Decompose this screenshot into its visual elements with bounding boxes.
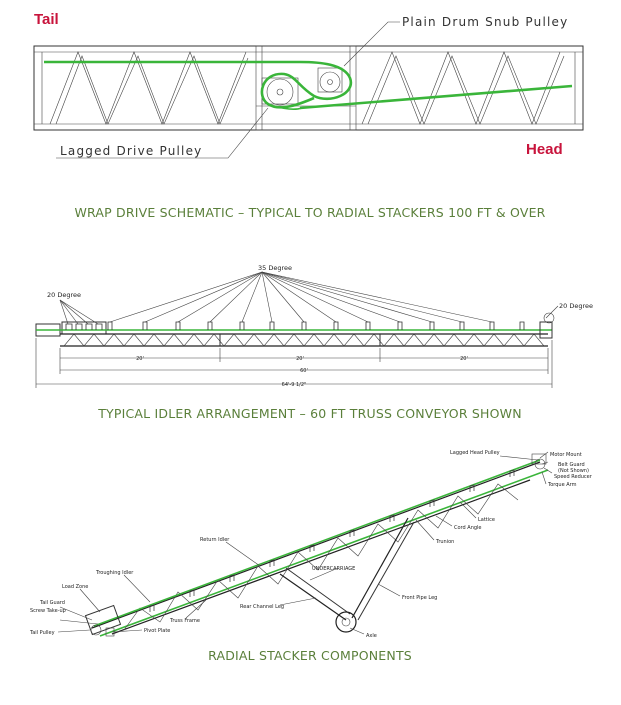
plain-drum-snub-pulley: [317, 67, 343, 93]
lagged-head-pulley-label: Lagged Head Pulley: [450, 450, 500, 456]
snub-pulley-label: Plain Drum Snub Pulley: [402, 15, 568, 29]
snub-pulley-leader: [343, 21, 400, 67]
troughing-idlers: [65, 321, 525, 330]
stacker-components-caption: RADIAL STACKER COMPONENTS: [208, 648, 412, 663]
stacker-truss: [91, 459, 549, 637]
lagged-drive-pulley: [261, 77, 299, 106]
truss-frame-label: Truss Frame: [169, 618, 200, 624]
component-leaders: [57, 451, 553, 635]
head-label: Head: [526, 141, 563, 158]
trunion-label: Trunion: [435, 539, 454, 545]
troughing-idler-label: Troughing Idler: [95, 570, 134, 576]
cord-angle-label: Cord Angle: [454, 525, 482, 531]
left-truss-lattice: [49, 51, 249, 125]
wrap-drive-schematic: Tail Head: [33, 11, 584, 220]
torque-arm-label: Torque Arm: [547, 482, 577, 488]
return-idler-label: Return Idler: [200, 537, 230, 543]
lattice-label: Lattice: [478, 517, 495, 523]
motor-mount-label: Motor Mount: [550, 452, 582, 458]
dim-left: 20': [136, 356, 144, 362]
motor-mount-shape: [531, 453, 547, 465]
dim-right: 20': [460, 356, 468, 362]
belt-guard-label: Belt Guard: [558, 462, 585, 468]
tail-pulley-icon: [90, 624, 102, 636]
center-angle-leaders: [109, 271, 493, 323]
left-angle-leaders: [59, 299, 99, 325]
undercarriage-label: UNDERCARRIAGE: [312, 566, 355, 572]
right-angle-label: 20 Degree: [559, 302, 593, 310]
radial-stacker-diagram: Lagged Head Pulley Motor Mount Belt Guar…: [29, 450, 593, 663]
rear-channel-leg-label: Rear Channel Leg: [240, 604, 284, 610]
tail-pulley-label: Tail Pulley: [29, 630, 55, 636]
stacker-idlers: [149, 469, 515, 612]
front-pipe-leg-label: Front Pipe Leg: [402, 595, 437, 601]
idler-arrangement-caption: TYPICAL IDLER ARRANGEMENT – 60 FT TRUSS …: [97, 406, 522, 421]
axle-wheel: [335, 611, 357, 633]
tail-label: Tail: [34, 11, 59, 28]
speed-reducer-label: Speed Reducer: [554, 474, 593, 480]
right-truss-lattice: [361, 51, 565, 125]
drive-pulley-label: Lagged Drive Pulley: [60, 144, 202, 158]
belt-guard-note: (Not Shown): [558, 468, 589, 474]
left-angle-label: 20 Degree: [47, 291, 81, 299]
right-angle-leader: [545, 305, 559, 319]
truss-conveyor-side-view: [35, 312, 555, 347]
pivot-plate-label: Pivot Plate: [144, 628, 170, 634]
wrap-drive-caption: WRAP DRIVE SCHEMATIC – TYPICAL TO RADIAL…: [74, 205, 545, 220]
drive-pulley-leader: [56, 107, 269, 159]
screw-take-up-label: Screw Take-up: [30, 608, 66, 614]
tail-guard-shape: [84, 604, 122, 636]
axle-label: Axle: [366, 633, 377, 639]
load-zone-label: Load Zone: [62, 584, 88, 590]
truss-frame-outline: [33, 45, 584, 131]
tail-guard-label: Tail Guard: [39, 600, 65, 606]
head-pulley-icon: [543, 312, 555, 324]
dimension-lines: [35, 338, 553, 388]
dim-total: 64'-9 1/2": [282, 382, 307, 388]
drive-bay-frame: [255, 45, 357, 131]
center-angle-label: 35 Degree: [258, 264, 292, 272]
dim-center: 20': [296, 356, 304, 362]
undercarriage: [279, 517, 415, 633]
idler-arrangement-diagram: 35 Degree 20 Degree 20 Degree: [35, 264, 593, 421]
dim-overall: 60': [300, 368, 308, 374]
belt-path: [44, 60, 573, 111]
